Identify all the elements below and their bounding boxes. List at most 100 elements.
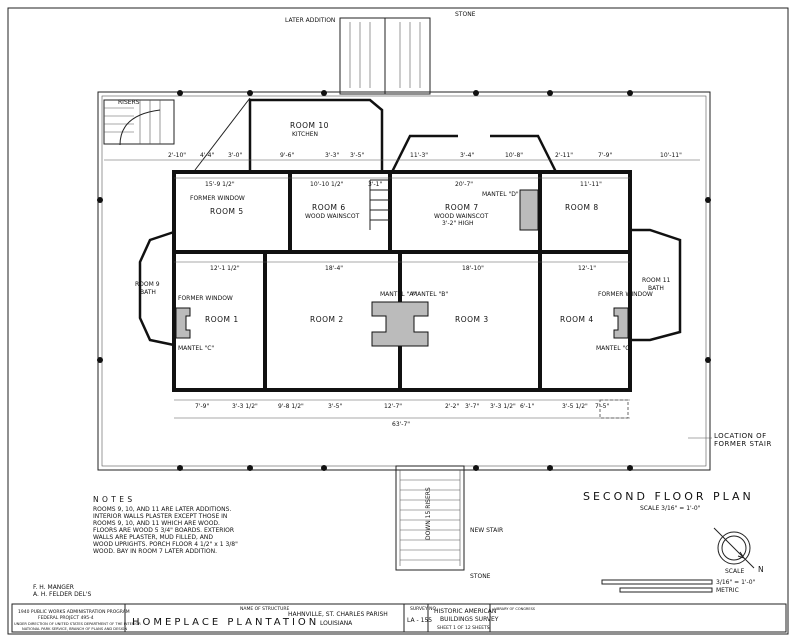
dimension-label: 3'-1"	[368, 181, 382, 188]
dimension-label: INTERIOR WALLS PLASTER EXCEPT THOSE IN	[93, 513, 227, 520]
dimension-label: 20'-7"	[455, 181, 473, 188]
notes-title: N O T E S	[93, 495, 133, 504]
stone-top-label: STONE	[455, 11, 476, 18]
stone-bottom-label: STONE	[470, 573, 491, 580]
dimension-label: 3/16" = 1'-0"	[716, 579, 756, 586]
room-7-note2: 3'-2" HIGH	[442, 220, 474, 227]
mantel-a-label: MANTEL "A"	[380, 291, 416, 298]
room-11-label: ROOM 11	[642, 277, 671, 284]
room-10-label: ROOM 10	[290, 121, 329, 130]
dimension-label: 3'-3"	[325, 152, 339, 159]
dimension-label: NAME OF STRUCTURE	[240, 606, 289, 612]
front-stair	[395, 465, 465, 571]
room-labels: ROOM 5 ROOM 6 WOOD WAINSCOT ROOM 7 WOOD …	[135, 121, 671, 324]
dimension-label: 3'-0"	[228, 152, 242, 159]
dimension-label: METRIC	[716, 587, 739, 594]
dimension-label: 10'-8"	[505, 152, 523, 159]
dimension-label: 3'-5"	[328, 403, 342, 410]
dimension-label: 12'-7"	[384, 403, 402, 410]
dimension-label: 3'-4"	[460, 152, 474, 159]
room-8-label: ROOM 8	[565, 203, 599, 212]
room-4-label: ROOM 4	[560, 315, 594, 324]
room-6-label: ROOM 6	[312, 203, 346, 212]
dimension-label: 2'-11"	[555, 152, 573, 159]
room-1-label: ROOM 1	[205, 315, 239, 324]
dimension-label: WOOD UPRIGHTS. PORCH FLOOR 4 1/2" x 1 3/…	[93, 541, 238, 548]
dimension-label: 10'-11"	[660, 152, 682, 159]
dimension-text: 2'-10" 4'-4" 3'-0" 9'-6" 3'-3" 3'-5" 11'…	[168, 152, 682, 428]
room-7-note: WOOD WAINSCOT	[434, 213, 489, 220]
sheet-number: SHEET 1 OF 12 SHEETS	[437, 625, 490, 631]
later-addition-label: LATER ADDITION	[285, 17, 335, 24]
structure-location: HAHNVILLE, ST. CHARLES PARISH	[288, 611, 388, 618]
room-2-label: ROOM 2	[310, 315, 344, 324]
risers-label: RISERS	[118, 99, 140, 106]
dimension-label: 11'-3"	[410, 152, 428, 159]
dimension-label: 3'-7"	[465, 403, 479, 410]
dimension-label: 10'-10 1/2"	[310, 181, 344, 188]
dimension-label: WALLS ARE PLASTER, MUD FILLED, AND	[93, 534, 213, 541]
mantel-c-label: MANTEL "C"	[178, 345, 214, 352]
dimension-label: 3'-5"	[350, 152, 364, 159]
room-5-label: ROOM 5	[210, 207, 244, 216]
dimension-label: N	[758, 565, 764, 574]
dimension-lines	[104, 159, 700, 419]
dimension-label: NATIONAL PARK SERVICE, BRANCH OF PLANS A…	[22, 627, 127, 631]
later-addition-stair	[339, 17, 431, 95]
dimension-label: 18'-4"	[325, 265, 343, 272]
dimension-label: 9'-8 1/2"	[278, 403, 304, 410]
dimension-label: 3'-5 1/2"	[562, 403, 588, 410]
plan-title: SECOND FLOOR PLAN	[583, 490, 754, 503]
dimension-label: 15'-9 1/2"	[205, 181, 235, 188]
north-arrow-icon: N SCALE	[713, 527, 764, 575]
room-10-walls	[194, 97, 384, 171]
room-6-note: WOOD WAINSCOT	[305, 213, 360, 220]
dimension-label: 3'-3 1/2"	[490, 403, 516, 410]
dimension-label: 2'-2"	[445, 403, 459, 410]
notes: N O T E S ROOMS 9, 10, AND 11 ARE LATER …	[33, 495, 238, 598]
dimension-label: 7'-9"	[195, 403, 209, 410]
room-10-note: KITCHEN	[292, 131, 318, 138]
room-11-note: BATH	[648, 285, 664, 292]
dimension-label: 2'-10"	[168, 152, 186, 159]
room-9-note: BATH	[140, 289, 156, 296]
fireplaces	[175, 189, 629, 347]
structure-name: HOMEPLACE PLANTATION	[132, 617, 319, 628]
annotation-labels: LATER ADDITION STONE RISERS FORMER WINDO…	[118, 11, 653, 580]
dimension-label: 3'-3 1/2"	[232, 403, 258, 410]
dimension-label: FLOORS ARE WOOD 5 3/4" BOARDS. EXTERIOR	[93, 527, 234, 534]
plan-scale: SCALE 3/16" = 1'-0"	[640, 505, 701, 512]
mantel-b-label: MANTEL "B"	[412, 291, 448, 298]
gallery-porch	[97, 90, 711, 471]
former-window-label: FORMER WINDOW	[178, 295, 233, 302]
dimension-label: 7'-5"	[595, 403, 609, 410]
left-exterior-stair	[103, 99, 175, 146]
dimension-label: SURVEY NO.	[410, 606, 437, 612]
new-stair-label: NEW STAIR	[470, 527, 503, 534]
mantel-c-label: MANTEL "C"	[596, 345, 632, 352]
dimension-label: ROOMS 9, 10, AND 11 ARE LATER ADDITIONS.	[93, 506, 231, 513]
down-risers-label: DOWN 15 RISERS	[425, 487, 432, 540]
room-7-label: ROOM 7	[445, 203, 479, 212]
dimension-label: 7'-9"	[598, 152, 612, 159]
dimension-label: 11'-11"	[580, 181, 602, 188]
dimension-label: 18'-10"	[462, 265, 484, 272]
room-11-bay	[630, 228, 682, 342]
dimension-label: 12'-1 1/2"	[210, 265, 240, 272]
dimension-label: 12'-1"	[578, 265, 596, 272]
overall-dimension: 63'-7"	[392, 421, 410, 428]
dimension-label: BUILDINGS SURVEY	[440, 616, 499, 623]
delineator: A. H. FELDER DEL'S	[33, 591, 92, 598]
mantel-d-label: MANTEL "D"	[482, 191, 519, 198]
sheet-border	[7, 7, 789, 635]
dimension-label: 9'-6"	[280, 152, 294, 159]
former-stair-label: LOCATION OF FORMER STAIR	[714, 432, 772, 448]
dimension-label: LIBRARY OF CONGRESS	[494, 607, 536, 611]
delineator: F. H. MANGER	[33, 584, 74, 591]
dimension-label: UNDER DIRECTION OF UNITED STATES DEPARTM…	[14, 622, 141, 626]
scale-bar: 3/16" = 1'-0" METRIC	[601, 579, 756, 594]
dimension-label: SCALE	[725, 568, 744, 575]
former-window-label: FORMER WINDOW	[598, 291, 653, 298]
dimension-label: 6'-1"	[520, 403, 534, 410]
